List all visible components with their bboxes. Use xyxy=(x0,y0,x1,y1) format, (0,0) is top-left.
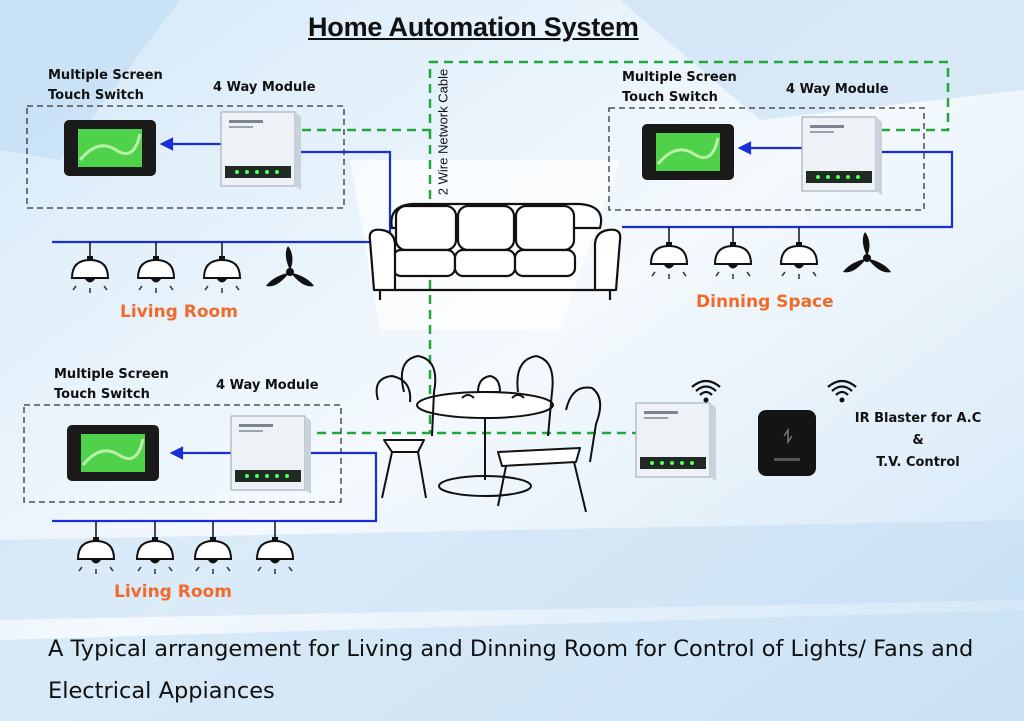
network-cable-top xyxy=(302,60,950,132)
room-label-living-2: Living Room xyxy=(114,582,232,602)
touch-switch-label-line1: Multiple Screen xyxy=(48,68,163,83)
touch-switch-label-1: Multiple Screen Touch Switch xyxy=(48,66,163,106)
module-3 xyxy=(230,415,312,495)
ir-label-line1: IR Blaster for A.C xyxy=(854,411,982,426)
ceiling-light-icon xyxy=(77,536,115,575)
diagram-caption: A Typical arrangement for Living and Din… xyxy=(48,636,974,704)
zone-box-2 xyxy=(608,107,925,211)
room-label-living-1: Living Room xyxy=(120,302,238,322)
touch-switch-label-line1: Multiple Screen xyxy=(622,70,737,85)
ceiling-light-icon xyxy=(780,241,818,280)
fan-icon xyxy=(266,246,314,287)
dining-set-icon xyxy=(375,355,602,513)
wifi-icon xyxy=(826,379,858,404)
power-line-zone3 xyxy=(52,451,378,523)
ceiling-light-icon xyxy=(650,241,688,280)
touch-switch-label-2: Multiple Screen Touch Switch xyxy=(622,68,737,108)
touch-switch-1 xyxy=(62,118,158,178)
power-line-zone2 xyxy=(622,150,954,229)
ceiling-light-icon xyxy=(714,241,752,280)
touch-switch-label-line2: Touch Switch xyxy=(54,387,150,402)
diagram-title: Home Automation System xyxy=(308,12,639,42)
ir-blaster-label: IR Blaster for A.C & T.V. Control xyxy=(848,408,988,474)
ceiling-light-icon xyxy=(256,536,294,575)
sofa-icon xyxy=(368,202,622,300)
touch-switch-3 xyxy=(65,423,161,483)
ir-label-line2: & xyxy=(912,433,924,448)
room-label-dinning-space: Dinning Space xyxy=(696,292,834,312)
module-ir xyxy=(635,402,717,482)
ceiling-light-icon xyxy=(137,255,175,294)
module-label-1: 4 Way Module xyxy=(213,80,316,95)
zone-box-3 xyxy=(23,404,342,503)
module-label-2: 4 Way Module xyxy=(786,82,889,97)
ir-label-line3: T.V. Control xyxy=(876,455,960,470)
ceiling-light-icon xyxy=(194,536,232,575)
ceiling-light-icon xyxy=(203,255,241,294)
touch-switch-label-line1: Multiple Screen xyxy=(54,367,169,382)
module-1 xyxy=(220,111,302,191)
module-label-3: 4 Way Module xyxy=(216,378,319,393)
module-2 xyxy=(801,116,883,196)
network-cable-label: 2 Wire Network Cable xyxy=(432,52,454,212)
wifi-icon xyxy=(690,379,722,404)
touch-switch-label-line2: Touch Switch xyxy=(622,90,718,105)
ceiling-light-icon xyxy=(71,255,109,294)
fan-icon xyxy=(843,232,891,273)
touch-switch-2 xyxy=(640,122,736,182)
ir-blaster-icon xyxy=(758,410,816,476)
network-cable-label-text: 2 Wire Network Cable xyxy=(435,68,451,196)
power-line-zone1 xyxy=(52,150,392,244)
touch-switch-label-line2: Touch Switch xyxy=(48,88,144,103)
touch-switch-label-3: Multiple Screen Touch Switch xyxy=(54,365,169,405)
ceiling-light-icon xyxy=(136,536,174,575)
